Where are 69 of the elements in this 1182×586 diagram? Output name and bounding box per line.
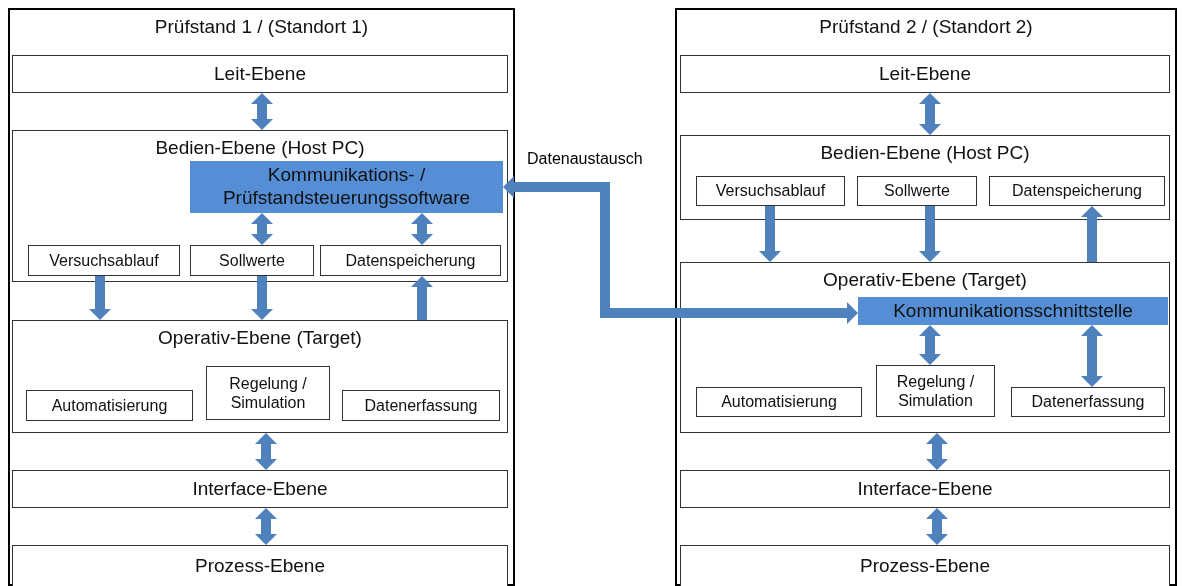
- double-arrow: [919, 325, 941, 365]
- double-arrow: [251, 213, 273, 245]
- box-label: Versuchsablauf: [48, 250, 160, 271]
- box-label: Versuchsablauf: [714, 181, 827, 201]
- box-label: Interface-Ebene: [191, 477, 329, 501]
- box-label: Datenspeicherung: [344, 250, 477, 271]
- function-box: [28, 245, 180, 276]
- double-arrow: [503, 176, 858, 324]
- function-box: [696, 387, 862, 417]
- arrow: [411, 276, 433, 320]
- double-arrow: [255, 433, 277, 470]
- double-arrow: [255, 508, 277, 545]
- level-heading: Operativ-Ebene (Target): [822, 269, 1028, 291]
- box-label: Kommunikationsschnittstelle: [892, 299, 1134, 323]
- level-box: [12, 55, 508, 93]
- box-label: Automatisierung: [50, 395, 169, 416]
- box-label: Datenerfassung: [363, 395, 479, 416]
- level-heading: Bedien-Ebene (Host PC): [154, 137, 366, 159]
- test-stand-frame: [8, 8, 515, 586]
- box-label: Kommunikations- / Prüfstandsteuerungssoftware: [221, 164, 472, 210]
- box-label: Datenerfassung: [1030, 392, 1146, 412]
- function-box: [206, 366, 330, 420]
- level-box: [680, 470, 1170, 508]
- function-box: [26, 390, 193, 421]
- box-label: Leit-Ebene: [213, 62, 307, 86]
- box-label: Interface-Ebene: [856, 477, 994, 501]
- box-label: Prozess-Ebene: [859, 554, 991, 578]
- box-label: Regelung / Simulation: [895, 371, 976, 411]
- function-box: [320, 245, 501, 276]
- box-label: Leit-Ebene: [878, 62, 972, 86]
- double-arrow: [1081, 325, 1103, 387]
- box-label: Prozess-Ebene: [194, 554, 326, 578]
- level-box: [12, 130, 508, 282]
- frame-title: Prüfstand 1 / (Standort 1): [153, 16, 370, 38]
- arrow: [919, 206, 941, 262]
- function-box: [989, 176, 1165, 206]
- software-box: [858, 297, 1168, 325]
- box-label: Sollwerte: [883, 181, 951, 201]
- level-heading: Bedien-Ebene (Host PC): [819, 142, 1031, 164]
- box-label: Regelung / Simulation: [228, 373, 308, 413]
- level-box: [680, 55, 1170, 93]
- double-arrow: [926, 433, 948, 470]
- box-label: Automatisierung: [720, 392, 838, 412]
- arrow: [759, 206, 781, 262]
- level-box: [680, 545, 1170, 586]
- double-arrow: [251, 93, 273, 130]
- double-arrow: [411, 213, 433, 245]
- double-arrow: [919, 93, 941, 135]
- level-heading: Operativ-Ebene (Target): [157, 327, 363, 349]
- box-label: Sollwerte: [218, 250, 286, 271]
- arrow: [251, 276, 273, 320]
- software-box: [190, 161, 503, 213]
- function-box: [876, 365, 995, 417]
- level-box: [12, 545, 508, 586]
- arrow: [1081, 206, 1103, 262]
- function-box: [1011, 387, 1165, 417]
- function-box: [342, 390, 500, 421]
- level-box: [680, 135, 1170, 220]
- arrow: [89, 276, 111, 320]
- function-box: [696, 176, 845, 206]
- test-stand-frame: [675, 8, 1177, 586]
- level-box: [12, 320, 508, 433]
- function-box: [857, 176, 977, 206]
- box-label: Datenspeicherung: [1011, 181, 1143, 201]
- frame-title: Prüfstand 2 / (Standort 2): [818, 16, 1034, 38]
- double-arrow: [926, 508, 948, 545]
- level-box: [680, 262, 1170, 433]
- level-box: [12, 470, 508, 508]
- function-box: [190, 245, 314, 276]
